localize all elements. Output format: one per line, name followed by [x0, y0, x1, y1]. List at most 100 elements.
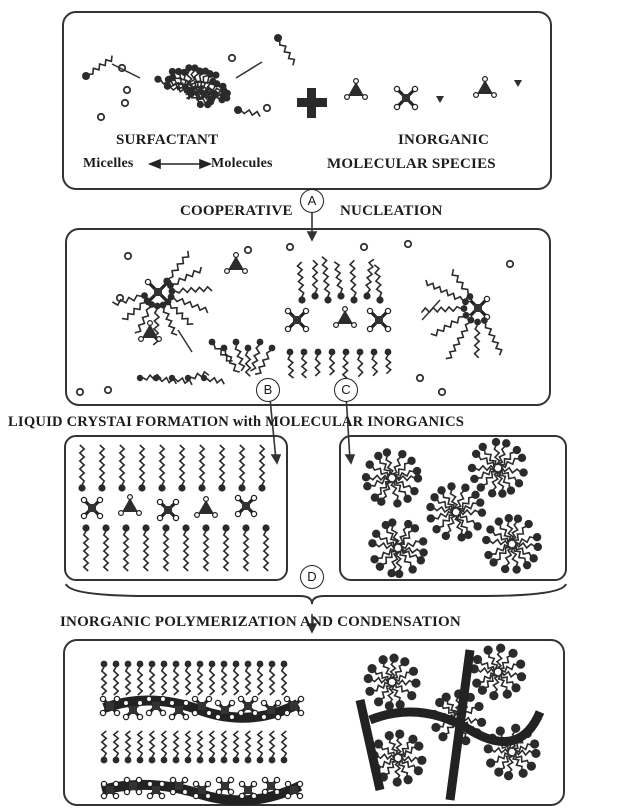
- surfactant-tail: [246, 731, 250, 757]
- surfactant-tail: [184, 531, 188, 571]
- surfactant-head: [178, 484, 185, 491]
- surfactant-head: [202, 524, 209, 531]
- surfactant-head: [476, 498, 484, 506]
- surfactant-head: [212, 71, 219, 78]
- surfactant-head: [474, 702, 483, 711]
- surfactant-head: [481, 317, 488, 324]
- oxygen-site: [160, 710, 165, 715]
- surfactant-head: [242, 524, 249, 531]
- surfactant-head: [482, 536, 490, 544]
- oxygen-site: [354, 79, 359, 84]
- oxygen-site: [343, 307, 348, 312]
- surfactant-head: [350, 296, 357, 303]
- silicate-ring: [125, 253, 131, 259]
- surfactant-head: [198, 484, 205, 491]
- surfactant-head: [222, 524, 229, 531]
- surfactant-head: [197, 757, 204, 764]
- surfactant-head: [376, 296, 383, 303]
- surfactant-tail: [150, 667, 154, 695]
- surfactant-head: [461, 484, 469, 492]
- surfactant-head: [530, 739, 539, 748]
- surfactant-head: [162, 524, 169, 531]
- oxygen-site: [146, 696, 151, 701]
- oxygen-site: [492, 93, 497, 98]
- surfactant-head: [245, 757, 252, 764]
- surfactant-head: [362, 473, 370, 481]
- surfactant-head: [370, 555, 378, 563]
- plus-sign: [297, 88, 327, 118]
- oxygen-site: [101, 793, 106, 798]
- surfactant-tail: [236, 345, 245, 371]
- surfactant-tail: [160, 445, 164, 485]
- surfactant-head: [101, 661, 108, 668]
- surfactant-head: [218, 484, 225, 491]
- oxygen-site: [159, 793, 164, 798]
- surfactant-tail: [234, 667, 238, 695]
- inorganic-cluster-core: [164, 506, 172, 514]
- oxygen-site: [363, 95, 368, 100]
- surfactant-tail: [431, 317, 464, 336]
- surfactant-tail: [334, 262, 342, 293]
- surfactant-head: [218, 96, 225, 103]
- surfactant-head: [209, 661, 216, 668]
- surfactant-head: [234, 106, 242, 114]
- surfactant-head: [160, 302, 167, 309]
- oxygen-site: [170, 777, 175, 782]
- surfactant-head: [503, 690, 512, 699]
- oxygen-site: [238, 696, 243, 701]
- inorganic-cluster-core: [402, 94, 410, 102]
- surfactant-head: [519, 468, 527, 476]
- surfactant-head: [463, 312, 470, 319]
- surfactant-head: [245, 661, 252, 668]
- oxygen-site: [206, 696, 211, 701]
- oxygen-site: [124, 777, 129, 782]
- oxygen-site: [229, 714, 234, 719]
- oxygen-site: [213, 513, 218, 518]
- surfactant-tail: [241, 110, 260, 117]
- oxygen-site: [274, 789, 279, 794]
- surfactant-tail: [258, 731, 262, 757]
- surfactant-tail: [270, 667, 274, 695]
- oxygen-site: [123, 700, 128, 705]
- oxygen-site: [303, 326, 308, 331]
- surfactant-head: [468, 464, 476, 472]
- surfactant-head: [437, 486, 445, 494]
- surfactant-tail: [313, 260, 318, 293]
- surfactant-tail: [104, 531, 108, 571]
- surfactant-head: [233, 661, 240, 668]
- surfactant-head: [169, 288, 176, 295]
- oxygen-site: [193, 781, 198, 786]
- surfactant-head: [122, 524, 129, 531]
- surfactant-head: [233, 339, 240, 346]
- inorganic-cluster-core: [375, 316, 383, 324]
- surfactant-head: [269, 661, 276, 668]
- inorganic-cluster-core: [474, 304, 482, 312]
- surfactant-head: [221, 757, 228, 764]
- surfactant-head: [149, 757, 156, 764]
- surfactant-head: [281, 757, 288, 764]
- silicate-ring: [105, 387, 111, 393]
- oxygen-site: [243, 269, 248, 274]
- diffusion-arrow: [178, 330, 192, 352]
- surfactant-tail: [100, 445, 104, 485]
- surfactant-tail: [124, 531, 128, 571]
- silicate-ring: [122, 100, 128, 106]
- oxygen-site: [193, 793, 198, 798]
- inorganic-cluster-core: [221, 782, 229, 790]
- surfactant-head: [141, 292, 148, 299]
- oxygen-site: [303, 308, 308, 313]
- oxygen-site: [274, 777, 279, 782]
- surfactant-head: [365, 687, 374, 696]
- silicate-ring: [417, 375, 423, 381]
- surfactant-tail: [475, 325, 480, 358]
- surfactant-head: [337, 292, 344, 299]
- oxygen-site: [345, 95, 350, 100]
- oxygen-site: [262, 789, 267, 794]
- surfactant-head: [161, 661, 168, 668]
- surfactant-tail: [169, 251, 189, 279]
- surfactant-tail: [258, 667, 262, 695]
- surfactant-head: [504, 771, 513, 780]
- surfactant-tail: [260, 445, 264, 485]
- surfactant-head: [125, 661, 132, 668]
